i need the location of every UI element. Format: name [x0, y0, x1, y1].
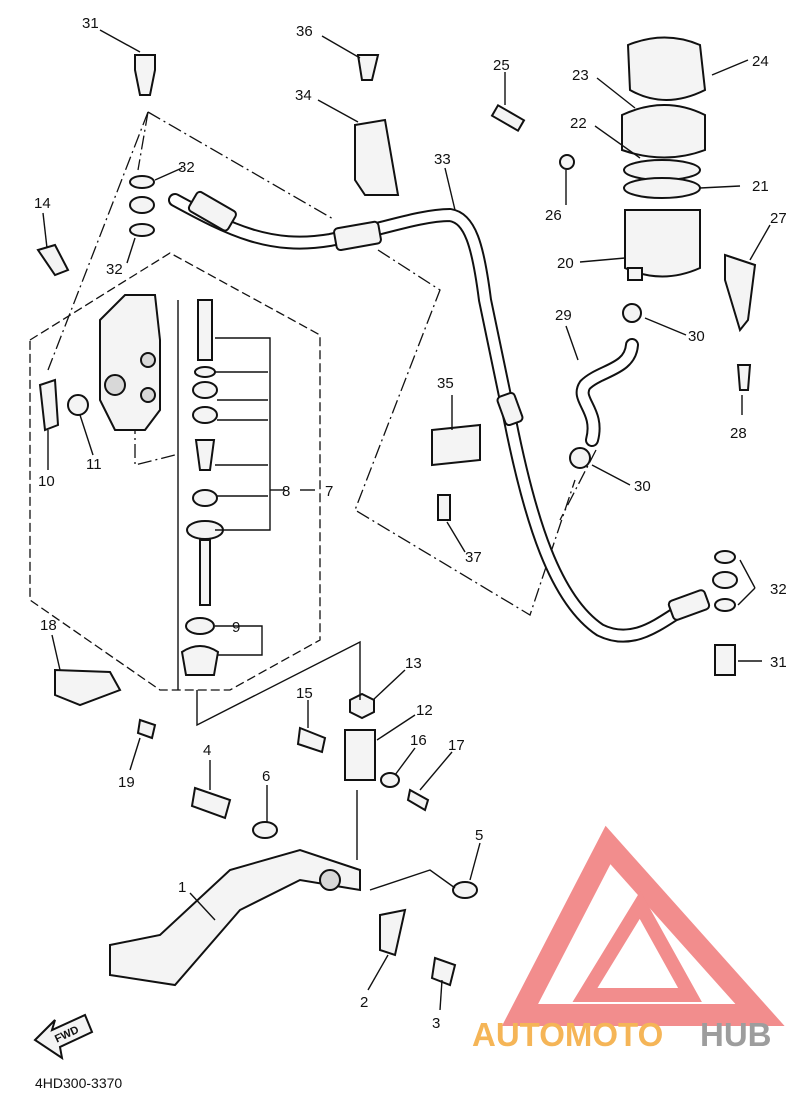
callout-22: 22 [570, 115, 587, 132]
master-cylinder-body [99, 294, 161, 431]
callout-3: 3 [432, 1015, 440, 1032]
callout-36: 36 [296, 23, 313, 40]
callout-20: 20 [557, 255, 574, 272]
callout-33: 33 [434, 151, 451, 168]
piston-kit [177, 299, 315, 690]
callout-9: 9 [232, 619, 240, 636]
callout-leaders [42, 29, 771, 1011]
watermark-logo: AUTOMOTO HUB [472, 825, 785, 1053]
callout-30-top: 30 [688, 328, 705, 345]
callout-28: 28 [730, 425, 747, 442]
assembly-outline-7 [29, 252, 321, 691]
brake-hose [168, 190, 711, 643]
callout-14: 14 [34, 195, 51, 212]
diagram-code: 4HD300-3370 [35, 1075, 122, 1091]
callout-35: 35 [437, 375, 454, 392]
callout-13: 13 [405, 655, 422, 672]
callout-25: 25 [493, 57, 510, 74]
callout-30-bottom: 30 [634, 478, 651, 495]
watermark-text-primary: AUTOMOTO [472, 1016, 663, 1053]
callout-4: 4 [203, 742, 211, 759]
callout-5: 5 [475, 827, 483, 844]
callout-26: 26 [545, 207, 562, 224]
callout-32-right: 32 [770, 581, 787, 598]
callout-34: 34 [295, 87, 312, 104]
callout-18: 18 [40, 617, 57, 634]
callout-16: 16 [410, 732, 427, 749]
callout-17: 17 [448, 737, 465, 754]
callout-37: 37 [465, 549, 482, 566]
callout-19: 19 [118, 774, 135, 791]
callout-8: 8 [282, 483, 290, 500]
callout-31-bottom: 31 [770, 654, 787, 671]
callout-12: 12 [416, 702, 433, 719]
callout-31-top: 31 [82, 15, 99, 32]
hardware [36, 54, 757, 987]
callout-32-left: 32 [106, 261, 123, 278]
callout-7: 7 [325, 483, 333, 500]
brake-pedal [109, 848, 361, 987]
callout-32-top: 32 [178, 159, 195, 176]
fwd-arrow-icon: FWD [33, 1013, 94, 1061]
callout-2: 2 [360, 994, 368, 1011]
callout-23: 23 [572, 67, 589, 84]
callout-29: 29 [555, 307, 572, 324]
callout-11: 11 [86, 456, 102, 473]
callout-24: 24 [752, 53, 769, 70]
callout-10: 10 [38, 473, 55, 490]
callout-15: 15 [296, 685, 313, 702]
callouts: 31 36 34 25 23 22 24 21 26 20 27 30 28 2… [34, 15, 787, 1032]
reservoir-assembly [621, 36, 707, 281]
callout-6: 6 [262, 768, 270, 785]
callout-1: 1 [178, 879, 186, 896]
watermark-text-secondary: HUB [700, 1016, 772, 1053]
callout-27: 27 [770, 210, 787, 227]
callout-21: 21 [752, 178, 769, 195]
watermark-triangle-icon [501, 825, 785, 1026]
